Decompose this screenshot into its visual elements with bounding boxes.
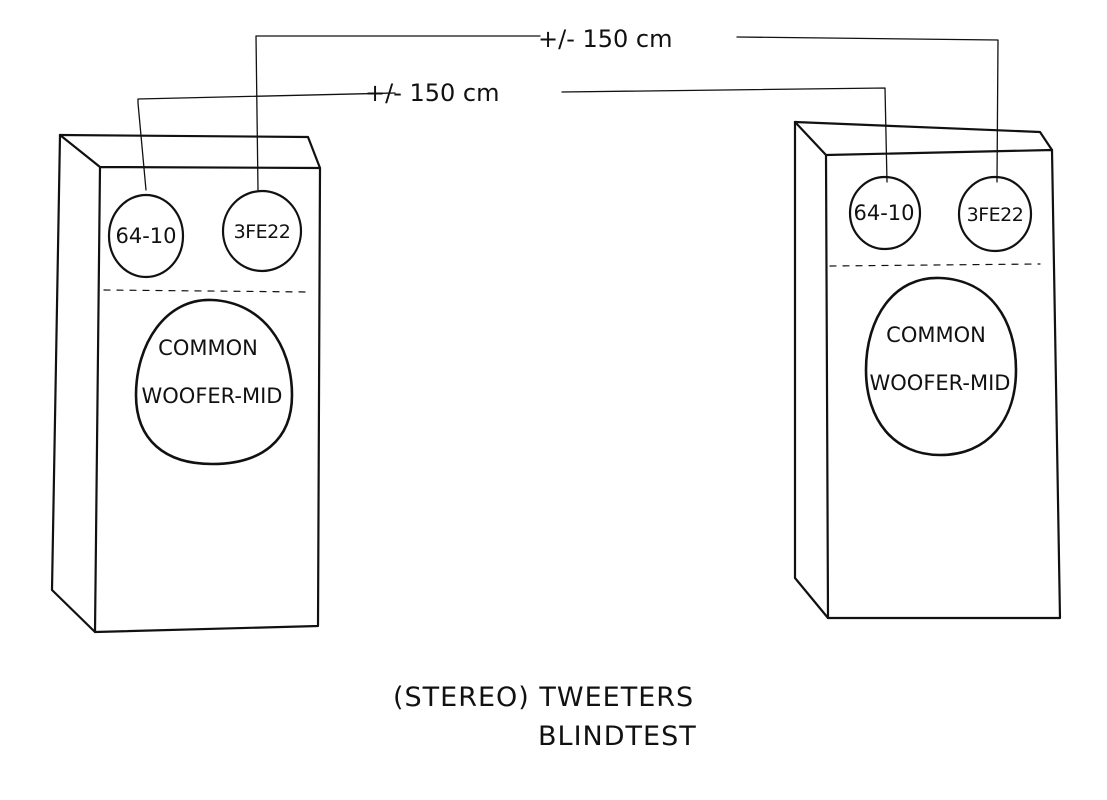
left-woofer-circle bbox=[134, 298, 294, 466]
caption-line1: (STEREO) TWEETERS bbox=[393, 682, 694, 713]
left-tweeter-b-label: 3FE22 bbox=[234, 221, 291, 243]
inner-measurement-label: +/- 150 cm bbox=[365, 79, 500, 107]
right-tweeter-a-circle bbox=[848, 175, 922, 251]
right-tweeter-b-circle bbox=[957, 175, 1033, 253]
outer-measurement-label: +/- 150 cm bbox=[538, 25, 673, 53]
left-tweeter-a-label: 64-10 bbox=[115, 224, 176, 248]
outer-measurement: +/- 150 cm bbox=[255, 25, 999, 191]
right-tweeter-b-label: 3FE22 bbox=[967, 204, 1024, 226]
left-cabinet-side bbox=[50, 133, 97, 634]
inner-measurement: +/- 150 cm bbox=[137, 79, 888, 191]
left-cabinet-top bbox=[58, 133, 322, 170]
inner-measurement-line-left bbox=[137, 92, 396, 191]
right-divider bbox=[829, 263, 1041, 267]
right-tweeter-a-label: 64-10 bbox=[853, 201, 914, 225]
left-tweeter-a-circle bbox=[107, 193, 185, 279]
outer-measurement-line-right bbox=[736, 36, 999, 183]
right-cabinet-front bbox=[793, 120, 1062, 620]
left-cabinet-front bbox=[58, 133, 322, 634]
right-cabinet-top bbox=[793, 120, 1054, 152]
left-tweeter-b-circle bbox=[221, 189, 303, 273]
caption-line2: BLINDTEST bbox=[538, 721, 697, 752]
right-cabinet-side bbox=[793, 120, 830, 620]
caption: (STEREO) TWEETERS BLINDTEST bbox=[393, 682, 697, 752]
right-woofer-circle bbox=[864, 276, 1018, 457]
right-woofer-line2: WOOFER-MID bbox=[870, 371, 1011, 395]
inner-measurement-line-right bbox=[561, 87, 888, 183]
right-speaker: 64-10 3FE22 COMMON WOOFER-MID bbox=[793, 120, 1062, 620]
left-speaker: 64-10 3FE22 COMMON WOOFER-MID bbox=[50, 133, 322, 634]
right-woofer-line1: COMMON bbox=[886, 323, 986, 347]
left-divider bbox=[103, 289, 309, 293]
left-woofer-line1: COMMON bbox=[158, 336, 258, 360]
outer-measurement-line-left bbox=[255, 35, 541, 191]
left-woofer-line2: WOOFER-MID bbox=[142, 384, 283, 408]
